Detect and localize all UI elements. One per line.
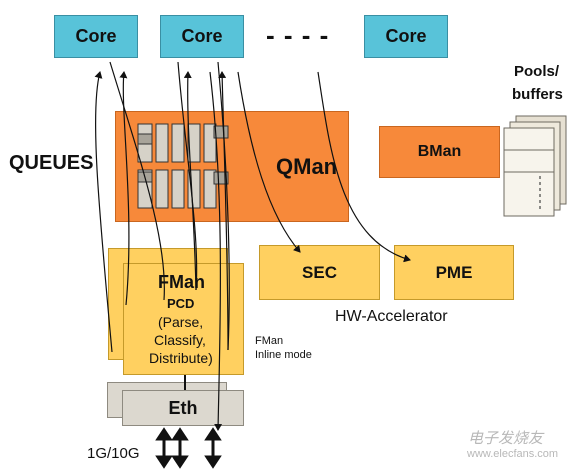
fman-inline-label-line2: Inline mode [255, 349, 312, 361]
bman-block: BMan [379, 126, 500, 178]
pme-label: PME [435, 262, 473, 282]
core-box-2: Core [160, 15, 244, 58]
fman-line-distribute: Distribute) [149, 350, 213, 366]
fman-line-classify: Classify, [154, 332, 206, 348]
fman-inline-label-line1: FMan [255, 335, 284, 347]
hw-accelerator-label: HW-Accelerator [335, 308, 448, 325]
bman-label: BMan [417, 143, 462, 160]
queues-label: QUEUES [9, 152, 94, 174]
qman-label: QMan [276, 154, 338, 179]
fman-subtitle: PCD [167, 296, 195, 311]
watermark-brand: 电子发烧友 [468, 430, 544, 447]
core-box-3: Core [364, 15, 448, 58]
queue-icons [137, 123, 229, 209]
fman-title: FMan [158, 272, 205, 292]
core-box-1: Core [54, 15, 138, 58]
ethernet-port-arrows [155, 427, 222, 469]
core-label: Core [181, 26, 223, 46]
core-ellipsis: - - - - [266, 20, 330, 50]
qman-block [115, 111, 349, 222]
core-label: Core [75, 26, 117, 46]
watermark-url: www.elecfans.com [467, 448, 559, 460]
fman-block-front [123, 263, 244, 375]
pools-label-line2: buffers [512, 86, 563, 103]
eth-label: Eth [168, 397, 198, 418]
sec-block: SEC [259, 245, 380, 300]
pme-block: PME [394, 245, 514, 300]
fman-line-parse: (Parse, [158, 314, 204, 330]
pools-buffers-icon [503, 115, 567, 217]
flow-arrows [94, 61, 411, 431]
link-speed-label: 1G/10G [87, 445, 140, 462]
core-label: Core [385, 26, 427, 46]
sec-label: SEC [302, 262, 337, 282]
eth-block-front: Eth [122, 390, 244, 426]
pools-label-line1: Pools/ [514, 63, 560, 80]
